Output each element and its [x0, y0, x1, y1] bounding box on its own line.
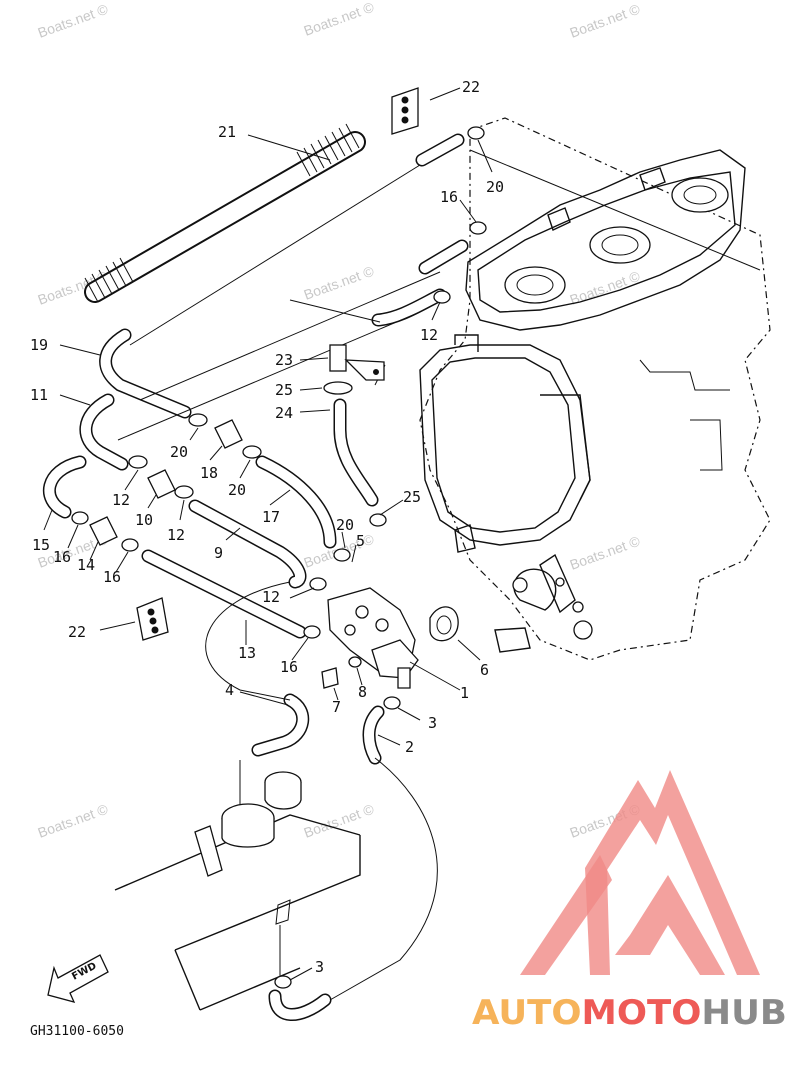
- logo-mark-icon: [585, 770, 760, 975]
- clamp-25: [369, 513, 387, 527]
- filter-14: [89, 516, 118, 546]
- watermark: Boats.net ©: [36, 800, 111, 840]
- callout-20: 20: [170, 443, 188, 461]
- watermark: Boats.net ©: [302, 0, 377, 39]
- callout-12: 12: [167, 526, 185, 544]
- clamp-16: [71, 511, 89, 525]
- callout-4: 4: [225, 681, 234, 699]
- oil-tank: [114, 760, 361, 1011]
- callout-22: 22: [68, 623, 86, 641]
- clamp-3: [274, 975, 292, 989]
- watermark: Boats.net ©: [568, 0, 643, 40]
- engine-block: [419, 117, 771, 661]
- fwd-arrow: FWD: [47, 954, 109, 1003]
- callout-20: 20: [228, 481, 246, 499]
- callout-20: 20: [336, 516, 354, 534]
- clamp-20: [188, 413, 208, 427]
- callout-1: 1: [460, 684, 469, 702]
- clamp-16: [121, 538, 139, 552]
- callout-16: 16: [53, 548, 71, 566]
- callout-12: 12: [112, 491, 130, 509]
- hoses: [42, 123, 469, 1021]
- callout-24: 24: [275, 404, 293, 422]
- joint-23: [329, 344, 347, 372]
- cylinder-port: [589, 226, 651, 264]
- fwd-arrow-icon: [47, 954, 109, 1003]
- clamp-25: [323, 381, 353, 395]
- callout-15: 15: [32, 536, 50, 554]
- callouts: 21 22 20 16 12 19 11 23 25 24 20 18 20 1…: [30, 78, 504, 976]
- clamp-16: [303, 625, 321, 639]
- bolt-7: [321, 667, 339, 689]
- callout-25: 25: [275, 381, 293, 399]
- callout-5: 5: [356, 532, 365, 550]
- callout-10: 10: [135, 511, 153, 529]
- callout-8: 8: [358, 683, 367, 701]
- callout-7: 7: [332, 698, 341, 716]
- watermark: Boats.net ©: [36, 0, 111, 40]
- small-parts: [71, 87, 487, 989]
- joint-23-bracket: [344, 359, 385, 381]
- callout-3: 3: [315, 958, 324, 976]
- watermark: Boats.net ©: [302, 800, 377, 840]
- logo-text-moto: MOTO: [582, 993, 702, 1033]
- filter-10: [147, 469, 176, 499]
- callout-14: 14: [77, 556, 95, 574]
- filter-18: [214, 419, 243, 449]
- callout-12: 12: [262, 588, 280, 606]
- callout-16: 16: [280, 658, 298, 676]
- callout-16: 16: [440, 188, 458, 206]
- washer-8: [348, 656, 362, 668]
- callout-12: 12: [420, 326, 438, 344]
- clamp-12: [128, 455, 148, 469]
- callout-22: 22: [462, 78, 480, 96]
- drawing-code: GH31100-6050: [30, 1024, 124, 1039]
- clamp-20: [242, 445, 262, 459]
- watermark: Boats.net ©: [568, 532, 643, 572]
- cylinder-port: [671, 177, 729, 213]
- cylinder-port: [504, 266, 566, 304]
- clamp-12: [433, 290, 451, 304]
- callout-3: 3: [428, 714, 437, 732]
- callout-17: 17: [262, 508, 280, 526]
- clamp-20: [333, 548, 351, 562]
- logo-text-hub: HUB: [701, 993, 787, 1033]
- callout-11: 11: [30, 386, 48, 404]
- callout-9: 9: [214, 544, 223, 562]
- callout-21: 21: [218, 123, 236, 141]
- callout-19: 19: [30, 336, 48, 354]
- tank-breather-pipe: [194, 825, 223, 877]
- callout-13: 13: [238, 644, 256, 662]
- callout-25: 25: [403, 488, 421, 506]
- clamp-20: [467, 126, 485, 140]
- gasket-6: [429, 606, 459, 642]
- callout-6: 6: [480, 661, 489, 679]
- clamp-12: [174, 485, 194, 499]
- callout-20: 20: [486, 178, 504, 196]
- clamp-12: [309, 577, 327, 591]
- watermark: Boats.net ©: [302, 262, 377, 302]
- callout-23: 23: [275, 351, 293, 369]
- clamp-3: [383, 696, 401, 710]
- leader-lines: [43, 87, 493, 981]
- clamp-16: [469, 221, 487, 235]
- logo-text-auto: AUTO: [472, 993, 582, 1033]
- callout-16: 16: [103, 568, 121, 586]
- callout-18: 18: [200, 464, 218, 482]
- callout-2: 2: [405, 738, 414, 756]
